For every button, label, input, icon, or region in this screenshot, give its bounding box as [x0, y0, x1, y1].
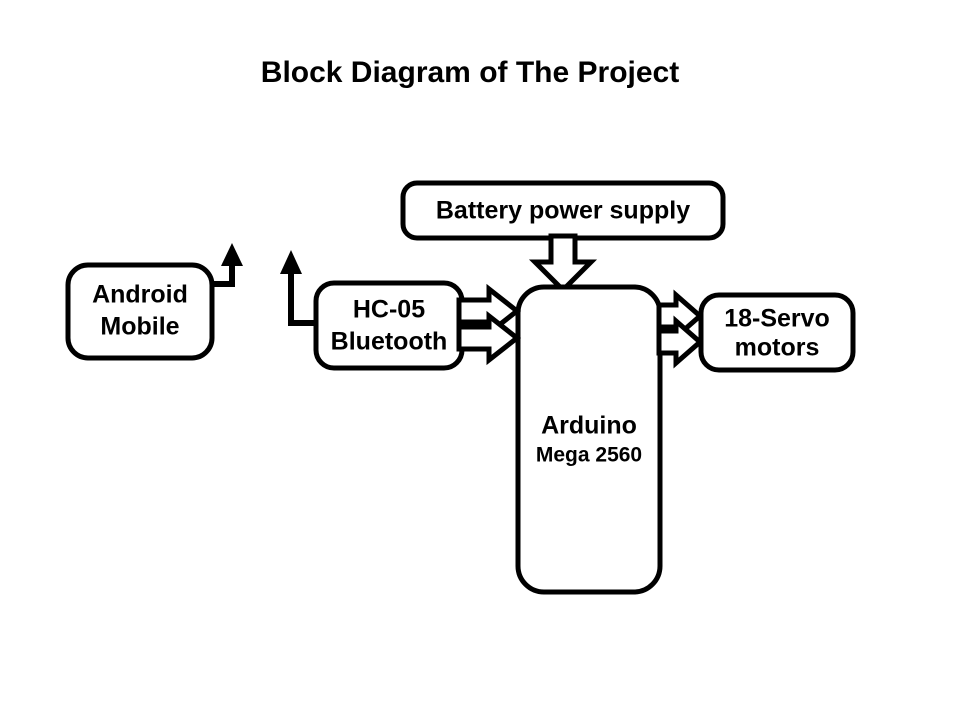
connector-arduino-to-servo-lower	[656, 315, 704, 369]
block-servo-motors[interactable]: 18-Servo motors	[698, 292, 856, 373]
block-android-mobile[interactable]: Android Mobile	[65, 262, 215, 361]
android-label-line1: Android	[92, 281, 188, 309]
block-battery-power-supply[interactable]: Battery power supply	[400, 180, 726, 241]
connector-bluetooth-to-arduino-lower	[456, 310, 522, 366]
arduino-label-line1: Arduino	[541, 412, 637, 440]
block-hc05-bluetooth[interactable]: HC-05 Bluetooth	[313, 280, 465, 371]
bluetooth-label-line1: HC-05	[353, 296, 425, 324]
connector-battery-to-arduino	[528, 233, 598, 294]
page-title: Block Diagram of The Project	[261, 56, 679, 89]
arduino-label-line2: Mega 2560	[536, 444, 642, 467]
servo-label-line2: motors	[735, 334, 820, 362]
android-label-line2: Mobile	[100, 313, 179, 341]
arduino-box[interactable]	[515, 284, 663, 595]
battery-label: Battery power supply	[436, 197, 690, 225]
android-box[interactable]	[65, 262, 215, 361]
bluetooth-label-line2: Bluetooth	[331, 328, 448, 356]
connector-android-out-up	[212, 243, 243, 287]
connector-bluetooth-to-arduino-upper	[456, 283, 522, 339]
servo-box[interactable]	[698, 292, 856, 373]
connector-bluetooth-to-android	[280, 250, 316, 326]
connector-arduino-to-servo-upper	[656, 289, 704, 343]
block-arduino-mega-2560[interactable]: Arduino Mega 2560	[515, 284, 663, 595]
servo-label-line1: 18-Servo	[724, 305, 830, 333]
